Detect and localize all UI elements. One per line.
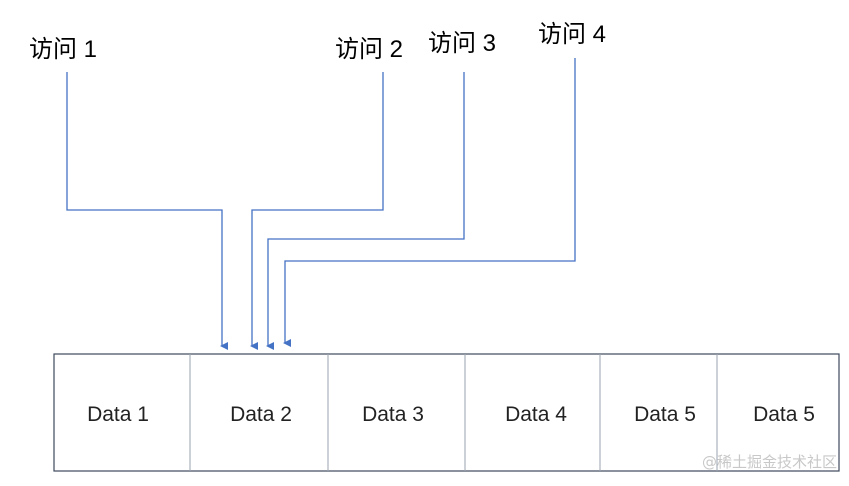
access-3-arrow	[266, 72, 465, 350]
cell-label-2: Data 2	[230, 403, 292, 426]
cell-label-3: Data 3	[362, 403, 424, 426]
access-label-1: 访问 1	[29, 36, 98, 63]
cell-label-5: Data 5	[634, 403, 696, 426]
access-4-arrow	[283, 58, 576, 347]
data-array-box	[53, 353, 840, 472]
watermark: @稀土掘金技术社区	[701, 453, 837, 471]
access-label-2: 访问 2	[335, 36, 404, 63]
access-1-arrow	[66, 72, 228, 350]
access-2-arrow	[250, 72, 384, 350]
cell-label-4: Data 4	[505, 403, 567, 426]
access-label-4: 访问 4	[538, 21, 607, 48]
cell-label-1: Data 1	[87, 403, 149, 426]
access-label-3: 访问 3	[428, 30, 497, 57]
cell-label-6: Data 5	[753, 403, 815, 426]
